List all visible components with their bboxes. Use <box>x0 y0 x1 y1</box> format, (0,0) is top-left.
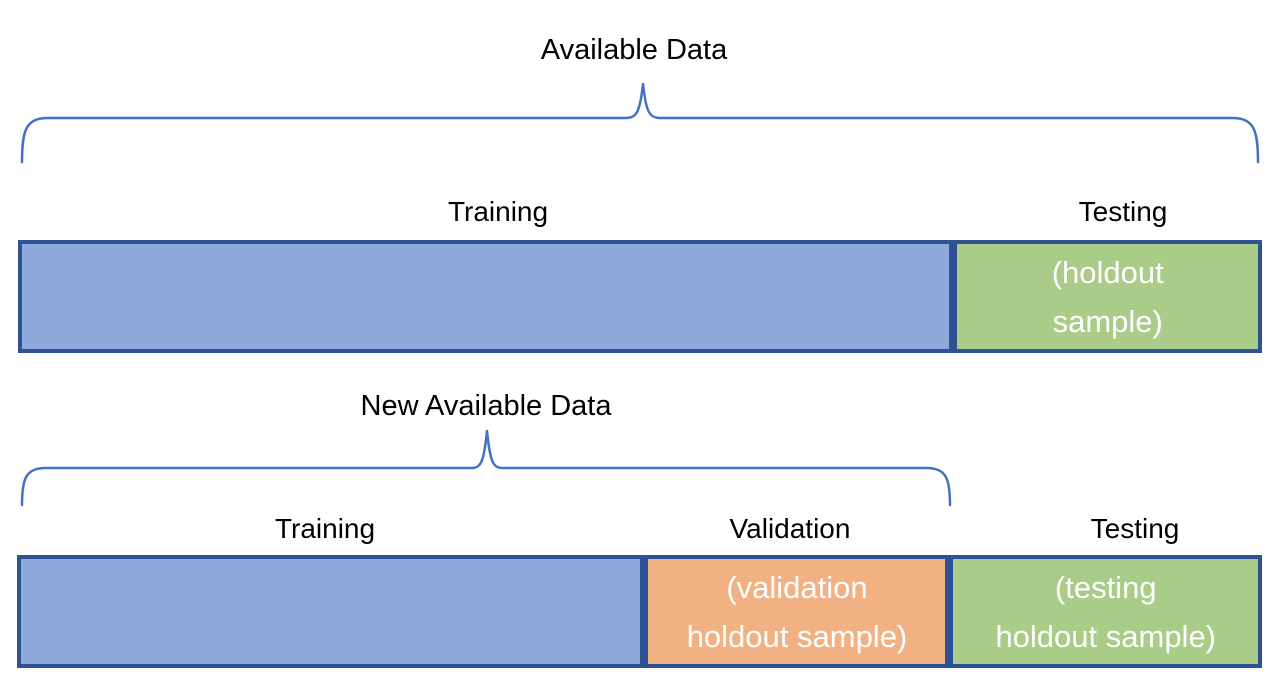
bottom-training-label: Training <box>274 513 376 544</box>
new-available-data-label: New Available Data <box>360 390 612 422</box>
available-data-brace <box>20 82 1260 164</box>
bottom-training-segment <box>17 555 645 668</box>
testing-holdout-text-line2: holdout sample) <box>995 618 1217 654</box>
available-data-brace-path <box>20 82 1260 164</box>
validation-holdout-text-line2: holdout sample) <box>686 618 908 654</box>
top-training-segment <box>18 240 954 353</box>
top-testing-label: Testing <box>1078 196 1168 227</box>
new-available-data-brace-path <box>20 429 952 507</box>
validation-holdout-text-line1: (validation <box>726 569 868 605</box>
bottom-data-bar: (validation holdout sample) (testing hol… <box>17 555 1262 668</box>
bottom-testing-segment: (testing holdout sample) <box>949 555 1262 668</box>
bottom-testing-label: Testing <box>1090 513 1180 544</box>
top-training-label: Training <box>447 196 549 227</box>
holdout-sample-text-line1: (holdout <box>1051 254 1164 290</box>
top-testing-segment: (holdout sample) <box>953 240 1262 353</box>
top-data-bar: (holdout sample) <box>18 240 1262 353</box>
holdout-sample-text-line2: sample) <box>1052 303 1163 339</box>
available-data-label: Available Data <box>540 34 728 66</box>
bottom-validation-segment: (validation holdout sample) <box>644 555 950 668</box>
testing-holdout-text-line1: (testing <box>1054 569 1157 605</box>
new-available-data-brace <box>20 429 952 507</box>
bottom-validation-label: Validation <box>729 513 851 544</box>
